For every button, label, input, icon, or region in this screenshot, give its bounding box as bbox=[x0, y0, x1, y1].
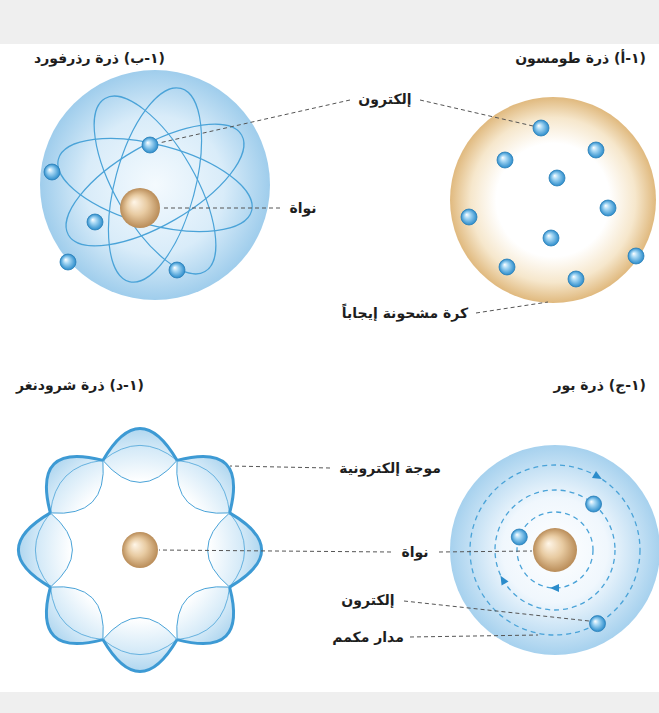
leader-line bbox=[159, 100, 350, 143]
wave-line bbox=[103, 640, 177, 655]
rutherford-sphere bbox=[40, 70, 270, 300]
wave-line bbox=[46, 456, 102, 512]
bottom-band bbox=[0, 692, 659, 713]
callout-label: كرة مشحونة إيجاباً bbox=[339, 303, 471, 323]
electron bbox=[511, 529, 527, 545]
bohr-orbits bbox=[470, 465, 640, 635]
electron bbox=[533, 120, 549, 136]
callout-label: إلكترون bbox=[355, 89, 414, 109]
electron bbox=[628, 248, 644, 264]
atom-model: (١-ب) ذرة رذرفورد bbox=[28, 44, 290, 300]
wave-line bbox=[50, 513, 72, 587]
leader-line bbox=[476, 302, 548, 313]
callout-label: إلكترون bbox=[338, 590, 397, 610]
model-heading: (١-ج) ذرة بور bbox=[553, 375, 646, 395]
orbit bbox=[470, 465, 640, 635]
atom-model: (١-أ) ذرة طومسون bbox=[440, 44, 652, 312]
wave-line bbox=[208, 513, 230, 587]
wave-line bbox=[177, 460, 230, 513]
leader-line bbox=[420, 100, 533, 126]
callout-label: مدار مكمم bbox=[329, 627, 407, 647]
wave-lobe bbox=[46, 587, 103, 644]
electron bbox=[142, 137, 158, 153]
top-band bbox=[0, 0, 659, 44]
wave-lobe bbox=[18, 513, 72, 587]
wave-line bbox=[18, 513, 50, 587]
electron bbox=[60, 254, 76, 270]
model-heading: (١-ب) ذرة رذرفورد bbox=[34, 48, 165, 68]
wave-line bbox=[103, 428, 177, 460]
leader-line bbox=[410, 635, 538, 637]
orbit bbox=[90, 78, 219, 292]
electron bbox=[461, 209, 477, 225]
leader-line bbox=[161, 208, 280, 209]
nucleus bbox=[533, 528, 577, 572]
wave-line bbox=[46, 587, 102, 643]
electron bbox=[543, 230, 559, 246]
wave-line bbox=[177, 587, 230, 640]
leader-line bbox=[439, 551, 532, 552]
wave-line bbox=[230, 513, 245, 587]
electron bbox=[590, 616, 606, 632]
wave-line bbox=[50, 587, 103, 640]
wave-line bbox=[103, 640, 177, 672]
atom-model: (١-د) ذرة شرودنغر bbox=[10, 371, 280, 689]
wave-line bbox=[50, 460, 103, 513]
electron bbox=[44, 164, 60, 180]
model-heading: (١-د) ذرة شرودنغر bbox=[16, 375, 144, 395]
electron bbox=[549, 170, 565, 186]
atom-model: (١-ج) ذرة بور bbox=[440, 371, 652, 671]
orbit bbox=[517, 512, 593, 588]
model-heading: (١-أ) ذرة طومسون bbox=[515, 48, 646, 68]
electron bbox=[586, 496, 602, 512]
electron bbox=[600, 200, 616, 216]
wave-lobe bbox=[177, 456, 234, 513]
electron bbox=[497, 152, 513, 168]
leader-lines bbox=[159, 100, 589, 637]
wave-line bbox=[50, 587, 103, 640]
electron bbox=[87, 214, 103, 230]
orbit-arrows bbox=[501, 471, 602, 592]
wave-line bbox=[230, 513, 262, 587]
nucleus bbox=[122, 532, 158, 568]
wave-line bbox=[177, 460, 230, 513]
wave-lobe bbox=[103, 428, 177, 482]
wave-lobe bbox=[177, 587, 234, 644]
wave-line bbox=[103, 618, 177, 640]
orbit-arrow bbox=[501, 576, 509, 586]
callout-label: نواة bbox=[286, 198, 319, 218]
callout-label: موجة إلكترونية bbox=[336, 458, 444, 478]
leader-line bbox=[159, 550, 391, 552]
electron bbox=[169, 262, 185, 278]
orbit-arrow bbox=[592, 471, 602, 479]
wave-line bbox=[177, 587, 233, 643]
wave-line bbox=[177, 456, 233, 512]
orbit bbox=[48, 100, 261, 269]
wave-lobe bbox=[103, 618, 177, 672]
leader-line bbox=[230, 466, 330, 468]
orbit bbox=[495, 490, 615, 610]
wave-line bbox=[35, 513, 50, 587]
bohr-sphere bbox=[450, 445, 659, 655]
electron bbox=[588, 142, 604, 158]
orbit-arrow bbox=[550, 584, 559, 592]
wave-line bbox=[103, 445, 177, 460]
electrons bbox=[44, 120, 644, 632]
rutherford-orbits bbox=[48, 78, 262, 292]
nucleus bbox=[120, 188, 160, 228]
thomson-sphere bbox=[450, 97, 656, 303]
wave-line bbox=[103, 460, 177, 482]
wave-lobe bbox=[46, 456, 103, 513]
leader-line bbox=[404, 601, 589, 621]
callout-label: نواة bbox=[398, 542, 431, 562]
electron-wave bbox=[18, 428, 261, 671]
orbit bbox=[70, 78, 239, 291]
wave-line bbox=[177, 587, 230, 640]
electron bbox=[568, 271, 584, 287]
wave-line bbox=[50, 460, 103, 513]
electron bbox=[499, 259, 515, 275]
